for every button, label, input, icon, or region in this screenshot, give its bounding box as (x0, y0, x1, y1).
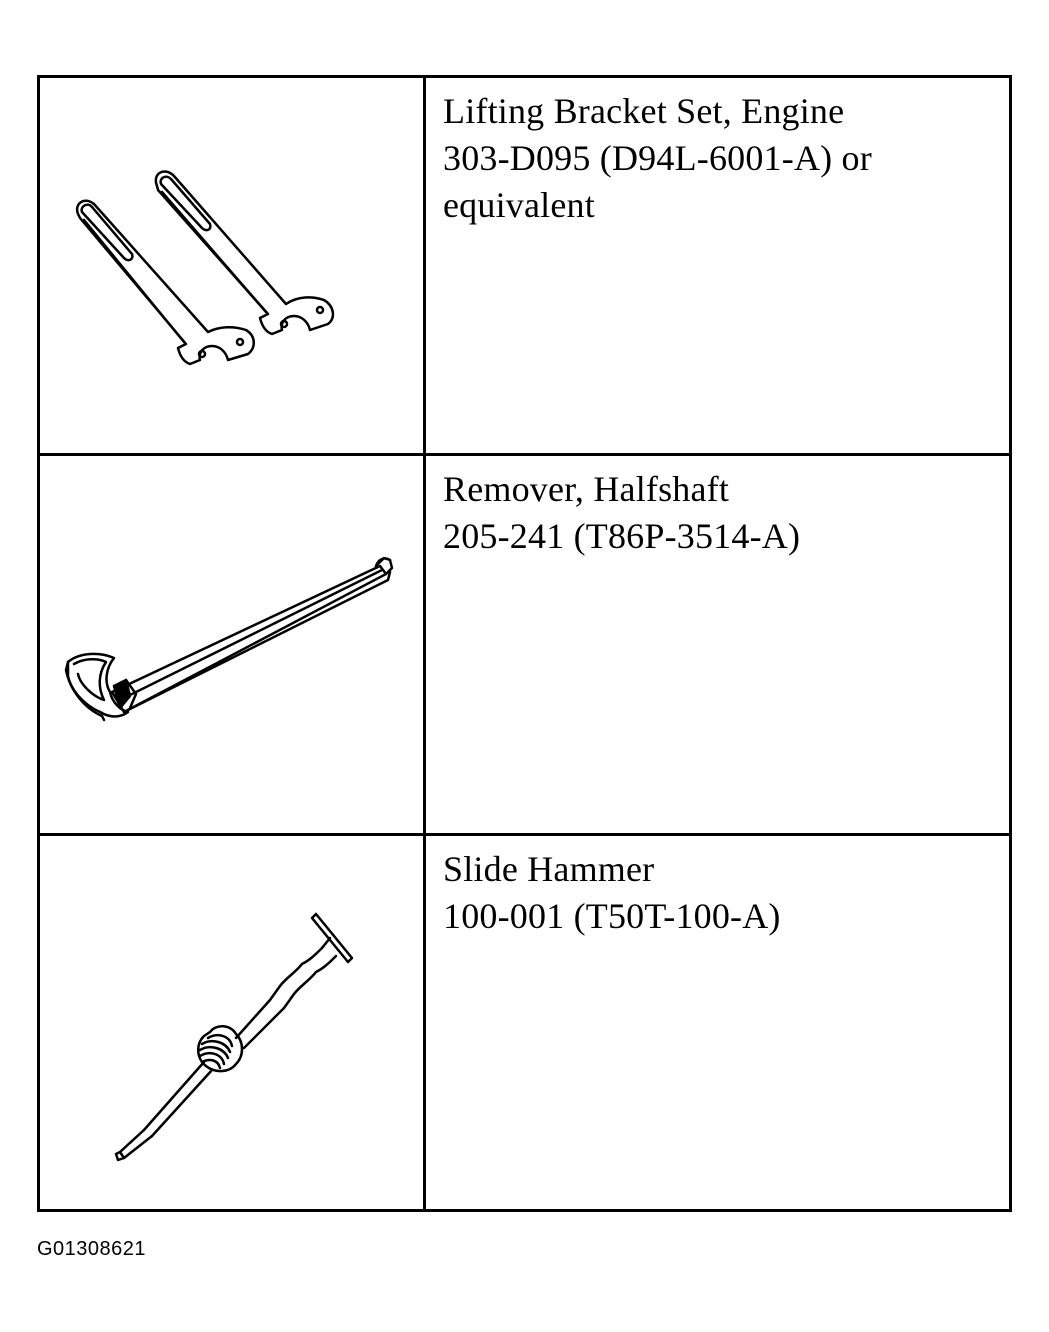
tool-part-number: 303-D095 (D94L-6001-A) or (443, 138, 872, 178)
tool-description: Lifting Bracket Set, Engine 303-D095 (D9… (426, 78, 1009, 453)
tool-part-number: 100-001 (T50T-100-A) (443, 896, 781, 936)
tool-name: Lifting Bracket Set, Engine (443, 91, 845, 131)
tool-description: Remover, Halfshaft 205-241 (T86P-3514-A) (426, 456, 1009, 833)
tool-image-cell (40, 456, 426, 833)
figure-code: G01308621 (37, 1238, 147, 1260)
tool-row-lifting-bracket: Lifting Bracket Set, Engine 303-D095 (D9… (40, 78, 1009, 456)
slide-hammer-icon (114, 912, 354, 1162)
tool-note: equivalent (443, 185, 595, 225)
tool-part-number: 205-241 (T86P-3514-A) (443, 516, 801, 556)
tool-image-cell (40, 836, 426, 1209)
tool-row-slide-hammer: Slide Hammer 100-001 (T50T-100-A) (40, 836, 1009, 1209)
tool-image-cell (40, 78, 426, 453)
tool-name: Slide Hammer (443, 849, 655, 889)
special-tools-table: Lifting Bracket Set, Engine 303-D095 (D9… (37, 75, 1012, 1212)
lifting-bracket-icon (75, 170, 335, 366)
tool-name: Remover, Halfshaft (443, 469, 730, 509)
tool-row-halfshaft-remover: Remover, Halfshaft 205-241 (T86P-3514-A) (40, 456, 1009, 836)
halfshaft-remover-icon (64, 556, 394, 722)
tool-description: Slide Hammer 100-001 (T50T-100-A) (426, 836, 1009, 1209)
